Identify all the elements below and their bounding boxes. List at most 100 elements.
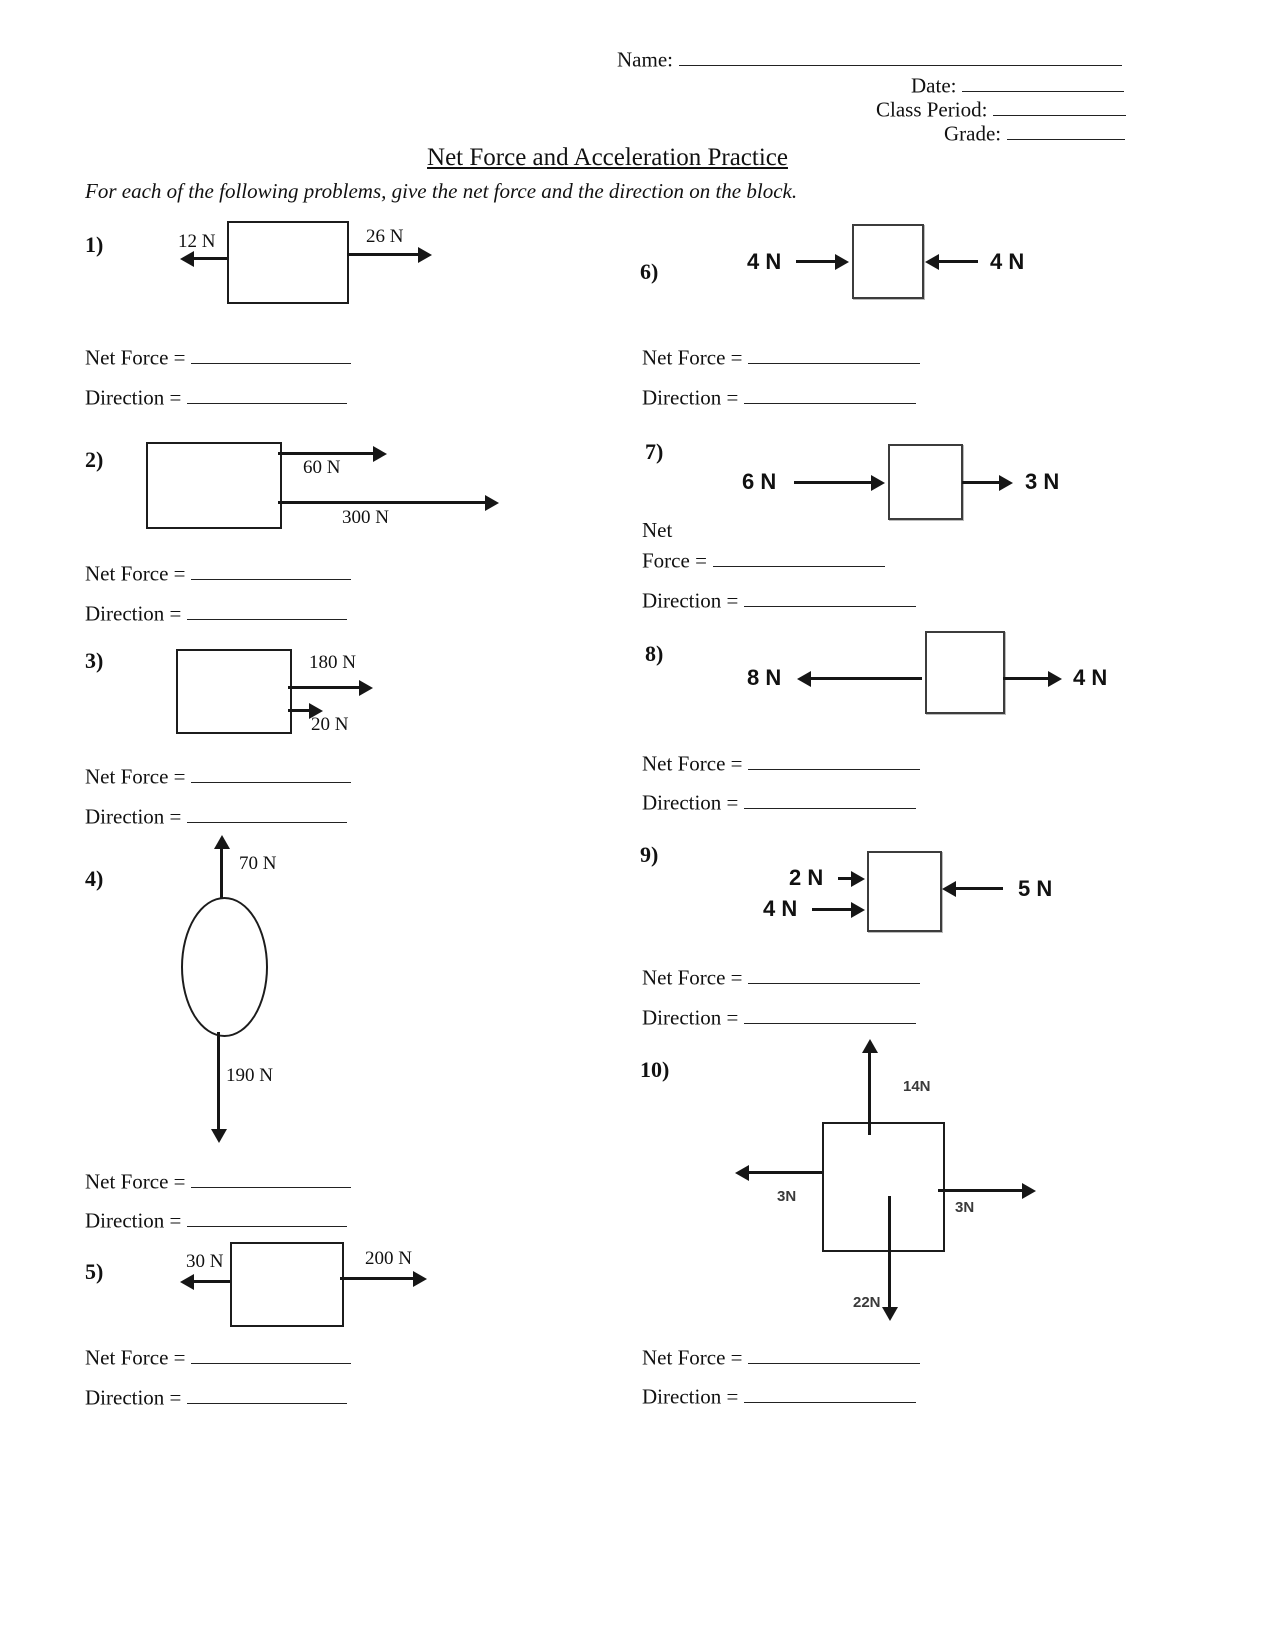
p1-net-force-blank <box>191 342 352 365</box>
p4-net-force-label: Net Force = <box>85 1169 186 1194</box>
p10-number: 10) <box>640 1057 670 1082</box>
p1-net-force-line: Net Force = <box>85 342 352 370</box>
p7-direction-label: Direction = <box>642 588 739 613</box>
p8-direction-line: Direction = <box>642 787 917 815</box>
instructions: For each of the following problems, give… <box>85 179 798 203</box>
name-blank <box>678 44 1122 67</box>
p9-lower-left-force-label: 4 N <box>763 896 798 921</box>
p1-direction-label: Direction = <box>85 385 182 410</box>
p10-direction-line: Direction = <box>642 1381 917 1409</box>
p6-direction-blank <box>744 382 917 405</box>
p7-right-arrow-icon <box>962 481 1000 484</box>
p7-force-line: Force = <box>642 545 885 573</box>
p5-number: 5) <box>85 1259 104 1284</box>
p10-net-force-blank <box>748 1342 921 1365</box>
p9-block <box>867 851 942 932</box>
p5-block <box>230 1242 344 1327</box>
p5-net-force-blank <box>191 1342 352 1365</box>
p10-right-force-label: 3N <box>955 1199 975 1216</box>
class-period-blank <box>993 94 1127 117</box>
p8-net-force-label: Net Force = <box>642 751 743 776</box>
p1-left-force-label: 12 N <box>178 231 216 252</box>
p10-up-force-label: 14N <box>903 1078 931 1095</box>
p4-direction-label: Direction = <box>85 1208 182 1233</box>
p7-left-arrow-icon <box>794 481 872 484</box>
p3-lower-arrow-icon <box>288 709 310 712</box>
date-line: Date: <box>911 70 1125 98</box>
p5-left-force-label: 30 N <box>186 1251 224 1272</box>
p3-upper-arrow-icon <box>288 686 360 689</box>
p3-direction-label: Direction = <box>85 804 182 829</box>
p2-block <box>146 442 282 529</box>
class-period-line: Class Period: <box>876 94 1127 122</box>
p9-right-force-label: 5 N <box>1018 876 1053 901</box>
p1-right-force-label: 26 N <box>366 226 404 247</box>
p3-upper-force-label: 180 N <box>309 652 356 673</box>
name-line: Name: <box>617 44 1122 72</box>
p10-left-arrow-icon <box>748 1171 822 1174</box>
p10-left-force-label: 3N <box>777 1188 797 1205</box>
p4-net-force-blank <box>191 1166 352 1189</box>
p1-right-arrow-icon <box>347 253 419 256</box>
p4-down-arrow-icon <box>217 1032 220 1130</box>
p6-number: 6) <box>640 259 659 284</box>
p3-number: 3) <box>85 648 104 673</box>
p8-net-force-line: Net Force = <box>642 748 921 776</box>
p5-right-force-label: 200 N <box>365 1248 412 1269</box>
p3-direction-line: Direction = <box>85 801 348 829</box>
p10-direction-blank <box>744 1381 917 1404</box>
p4-up-force-label: 70 N <box>239 853 277 874</box>
p5-net-force-label: Net Force = <box>85 1345 186 1370</box>
p10-direction-label: Direction = <box>642 1384 739 1409</box>
p10-right-arrow-icon <box>938 1189 1023 1192</box>
p3-direction-blank <box>187 801 348 824</box>
p5-right-arrow-icon <box>340 1277 414 1280</box>
p7-right-force-label: 3 N <box>1025 469 1060 494</box>
p2-net-force-label: Net Force = <box>85 561 186 586</box>
p4-direction-blank <box>187 1205 348 1228</box>
p1-number: 1) <box>85 232 104 257</box>
p7-force-label: Force = <box>642 548 707 573</box>
p3-block <box>176 649 292 734</box>
p10-net-force-line: Net Force = <box>642 1342 921 1370</box>
p1-net-force-label: Net Force = <box>85 345 186 370</box>
p6-right-force-label: 4 N <box>990 249 1025 274</box>
p5-direction-line: Direction = <box>85 1382 348 1410</box>
p9-net-force-blank <box>748 962 921 985</box>
p6-block <box>852 224 924 299</box>
p9-right-arrow-icon <box>955 887 1003 890</box>
p9-number: 9) <box>640 842 659 867</box>
p4-up-arrow-icon <box>220 848 223 900</box>
p7-direction-line: Direction = <box>642 585 917 613</box>
p2-net-force-blank <box>191 558 352 581</box>
p10-down-force-label: 22N <box>853 1294 881 1311</box>
p9-net-force-line: Net Force = <box>642 962 921 990</box>
p2-net-force-line: Net Force = <box>85 558 352 586</box>
p5-net-force-line: Net Force = <box>85 1342 352 1370</box>
p4-down-force-label: 190 N <box>226 1065 273 1086</box>
p8-direction-blank <box>744 787 917 810</box>
p4-direction-line: Direction = <box>85 1205 348 1233</box>
p8-right-force-label: 4 N <box>1073 665 1108 690</box>
p10-down-arrow-icon <box>888 1196 891 1308</box>
p1-block <box>227 221 349 304</box>
page-title: Net Force and Acceleration Practice <box>427 144 788 171</box>
p6-left-force-label: 4 N <box>747 249 782 274</box>
p6-net-force-label: Net Force = <box>642 345 743 370</box>
p3-net-force-blank <box>191 761 352 784</box>
p6-net-force-line: Net Force = <box>642 342 921 370</box>
p7-net-label-line: Net <box>642 518 672 543</box>
p10-net-force-label: Net Force = <box>642 1345 743 1370</box>
p1-direction-blank <box>187 382 348 405</box>
p5-direction-label: Direction = <box>85 1385 182 1410</box>
p6-direction-label: Direction = <box>642 385 739 410</box>
p4-net-force-line: Net Force = <box>85 1166 352 1194</box>
p2-number: 2) <box>85 447 104 472</box>
p6-net-force-blank <box>748 342 921 365</box>
p8-block <box>925 631 1005 714</box>
p7-block <box>888 444 963 520</box>
p9-direction-label: Direction = <box>642 1005 739 1030</box>
p7-left-force-label: 6 N <box>742 469 777 494</box>
grade-line: Grade: <box>944 118 1126 146</box>
